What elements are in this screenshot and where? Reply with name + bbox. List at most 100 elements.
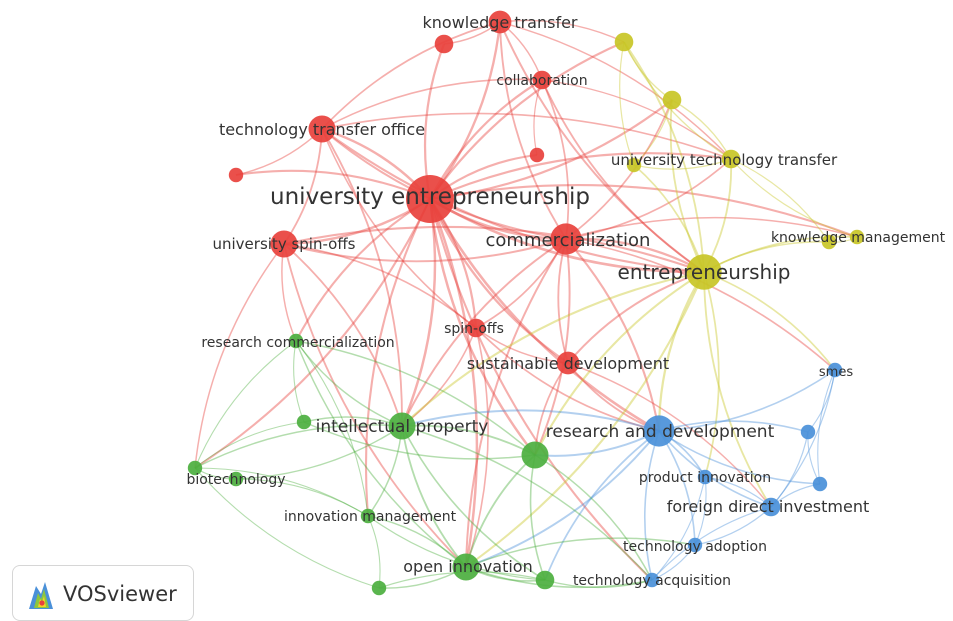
link-comm-y_b <box>565 99 673 240</box>
node-ta[interactable] <box>687 537 703 553</box>
link-ue-rd <box>428 198 660 433</box>
node-label-comm[interactable]: commercialization <box>486 230 651 251</box>
link-g_a-tacq <box>534 454 653 581</box>
node-tto[interactable] <box>308 115 336 143</box>
node-ent[interactable] <box>686 254 722 290</box>
node-label-tacq[interactable]: technology acquisition <box>573 573 731 589</box>
node-label-rd[interactable]: research and development <box>546 422 775 442</box>
link-collab-tto <box>321 78 543 130</box>
link-ent-pi <box>703 271 720 478</box>
link-ent-y_a <box>623 41 705 273</box>
link-utt-y_c <box>633 158 732 170</box>
node-km[interactable] <box>849 229 865 245</box>
node-ip[interactable] <box>388 412 416 440</box>
node-usp[interactable] <box>270 230 298 258</box>
node-rc[interactable] <box>288 333 304 349</box>
link-y_a-y_c <box>619 41 635 166</box>
node-label-bio[interactable]: biotechnology <box>186 472 285 488</box>
vosviewer-logo-icon <box>29 582 53 609</box>
node-y_a[interactable] <box>614 32 634 52</box>
node-r_b[interactable] <box>228 167 244 183</box>
node-label-fdi[interactable]: foreign direct investment <box>667 497 870 516</box>
node-label-sd[interactable]: sustainable development <box>467 354 669 373</box>
link-usp-bio <box>194 243 285 469</box>
links-layer <box>194 19 858 589</box>
node-bio[interactable] <box>187 460 203 476</box>
node-pi[interactable] <box>697 469 713 485</box>
node-fdi[interactable] <box>761 497 781 517</box>
link-usp-rc <box>281 243 297 342</box>
link-utt-y_d <box>730 158 830 243</box>
link-usp-comm <box>283 238 567 263</box>
node-g_d[interactable] <box>228 471 244 487</box>
node-im[interactable] <box>360 508 376 524</box>
node-g_b[interactable] <box>535 570 555 590</box>
node-g_a[interactable] <box>521 441 549 469</box>
node-g_e[interactable] <box>371 580 387 596</box>
link-tto-utt <box>321 112 732 160</box>
node-b_b[interactable] <box>812 476 828 492</box>
node-label-im[interactable]: innovation management <box>284 509 457 525</box>
link-ue-km <box>429 184 858 238</box>
link-ue-y_b <box>429 99 673 201</box>
link-tto-usp <box>283 128 323 245</box>
node-g_c[interactable] <box>296 414 312 430</box>
link-ent-oi <box>465 271 705 568</box>
link-kt-tto <box>321 21 501 130</box>
node-ue[interactable] <box>406 175 454 223</box>
node-label-collab[interactable]: collaboration <box>496 73 587 89</box>
node-b_a[interactable] <box>800 424 816 440</box>
node-label-km[interactable]: knowledge management <box>771 230 946 246</box>
link-sd-fdi <box>567 362 772 508</box>
link-ue-rc <box>295 198 431 342</box>
node-label-pi[interactable]: product innovation <box>639 470 771 486</box>
node-label-ip[interactable]: intellectual property <box>316 417 489 437</box>
node-spin[interactable] <box>466 318 486 338</box>
node-tacq[interactable] <box>644 572 660 588</box>
node-rd[interactable] <box>643 415 675 447</box>
link-ent-rd <box>657 271 705 432</box>
link-rd-g_b <box>544 430 660 581</box>
link-rd-ta <box>658 430 696 546</box>
node-label-kt[interactable]: knowledge transfer <box>423 13 578 32</box>
link-fdi-tacq <box>651 506 772 581</box>
link-kt-y_a <box>499 19 625 43</box>
link-ue-r_b <box>235 169 431 200</box>
node-label-spin[interactable]: spin-offs <box>444 321 504 337</box>
node-oi[interactable] <box>452 553 480 581</box>
node-label-utt[interactable]: university technology transfer <box>611 151 838 169</box>
node-label-rc[interactable]: research commercialization <box>201 335 394 351</box>
link-bio-im <box>194 467 369 517</box>
link-im-g_e <box>367 515 381 589</box>
node-y_b[interactable] <box>662 90 682 110</box>
node-smes[interactable] <box>827 362 843 378</box>
node-label-ta[interactable]: technology adoption <box>623 539 767 555</box>
link-smes-fdi <box>770 369 836 508</box>
link-sd-rd <box>567 362 660 432</box>
link-tto-ip <box>321 128 403 427</box>
link-collab-utt <box>541 79 732 160</box>
link-rc-g_c <box>293 340 305 423</box>
link-comm-utt <box>565 158 732 240</box>
node-utt[interactable] <box>721 149 741 169</box>
node-label-usp[interactable]: university spin-offs <box>213 235 356 253</box>
node-y_d[interactable] <box>821 234 837 250</box>
link-im-g_d <box>235 478 369 517</box>
link-collab-comm <box>541 79 570 240</box>
link-rd-smes <box>658 369 836 432</box>
node-y_c[interactable] <box>626 157 642 173</box>
node-r_a[interactable] <box>434 34 454 54</box>
node-comm[interactable] <box>550 223 582 255</box>
node-label-tto[interactable]: technology transfer office <box>219 120 425 139</box>
node-label-ue[interactable]: university entrepreneurship <box>270 184 590 210</box>
link-rd-tacq <box>644 430 660 581</box>
link-fdi-b_a <box>770 431 809 508</box>
node-collab[interactable] <box>532 70 552 90</box>
node-label-oi[interactable]: open innovation <box>403 557 532 576</box>
node-label-smes[interactable]: smes <box>819 365 853 380</box>
node-label-ent[interactable]: entrepreneurship <box>618 260 791 284</box>
node-kt[interactable] <box>488 10 512 34</box>
node-sd[interactable] <box>556 351 580 375</box>
node-r_c[interactable] <box>529 147 545 163</box>
